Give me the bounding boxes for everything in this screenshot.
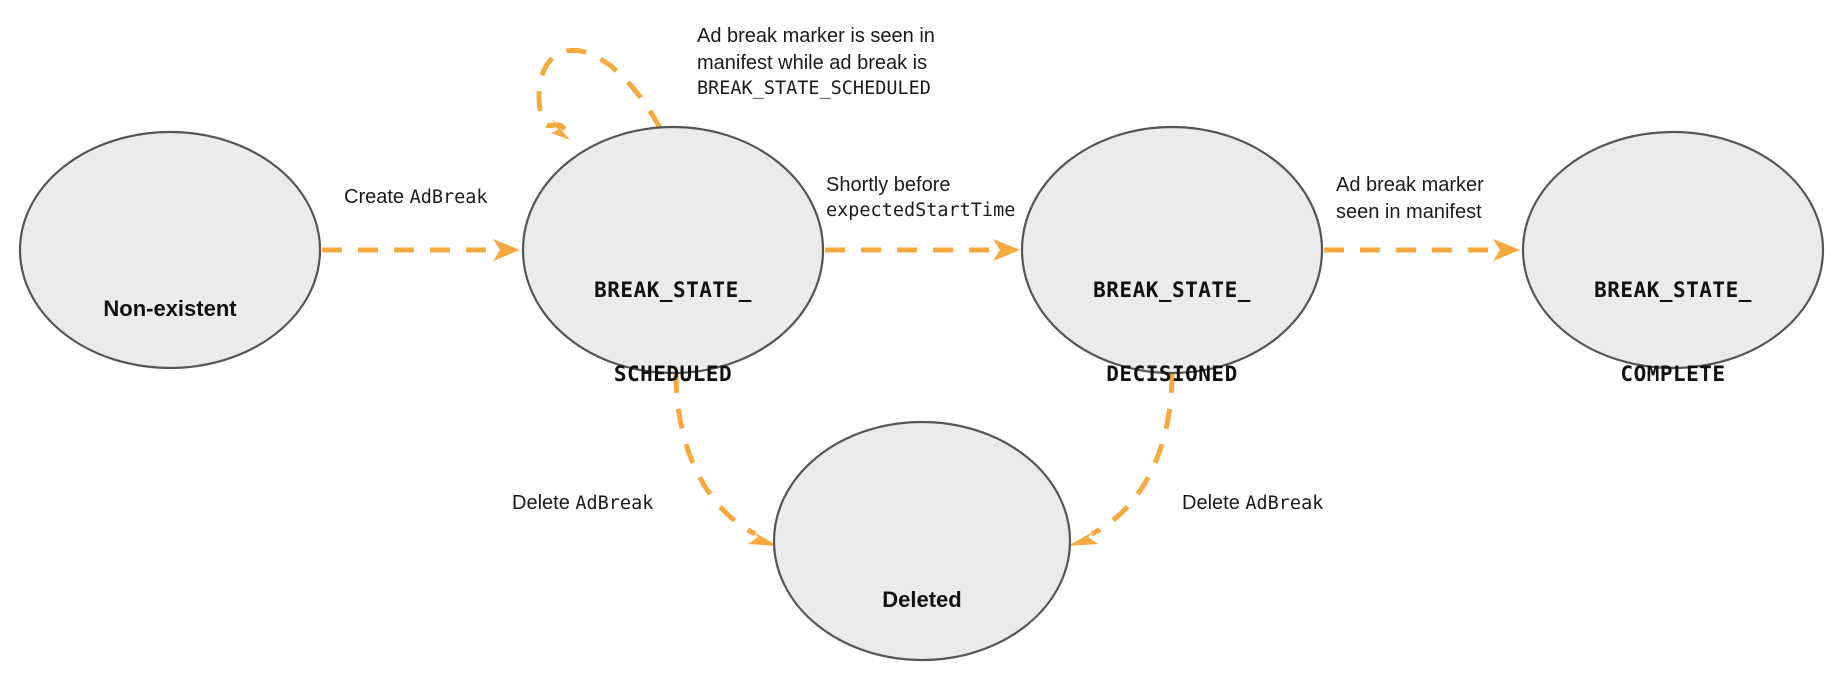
edge-decisioned-to-complete-arrowhead [1493, 239, 1520, 261]
edge-decisioned-to-complete [1324, 239, 1520, 261]
edge-scheduled-to-deleted-arrowhead [748, 531, 778, 546]
edge-scheduled-to-deleted [673, 372, 778, 546]
edge-create-adbreak [322, 239, 520, 261]
edge-self-loop-arrowhead [551, 118, 570, 140]
edge-scheduled-to-deleted-line [673, 372, 757, 537]
edge-scheduled-to-decisioned-arrowhead [993, 239, 1020, 261]
edge-scheduled-to-decisioned [825, 239, 1020, 261]
edge-decisioned-to-deleted [1068, 372, 1175, 546]
node-break-state-complete[interactable] [1521, 130, 1825, 370]
edge-decisioned-to-deleted-line [1090, 372, 1175, 537]
node-deleted[interactable] [772, 420, 1072, 662]
node-non-existent[interactable] [18, 130, 322, 370]
node-break-state-decisioned[interactable] [1020, 125, 1324, 375]
node-break-state-scheduled[interactable] [521, 125, 825, 375]
edge-scheduled-self-loop [536, 48, 663, 140]
edge-create-adbreak-arrowhead [493, 239, 520, 261]
edge-self-loop-curve [536, 48, 663, 132]
edge-decisioned-to-deleted-arrowhead [1068, 531, 1098, 546]
